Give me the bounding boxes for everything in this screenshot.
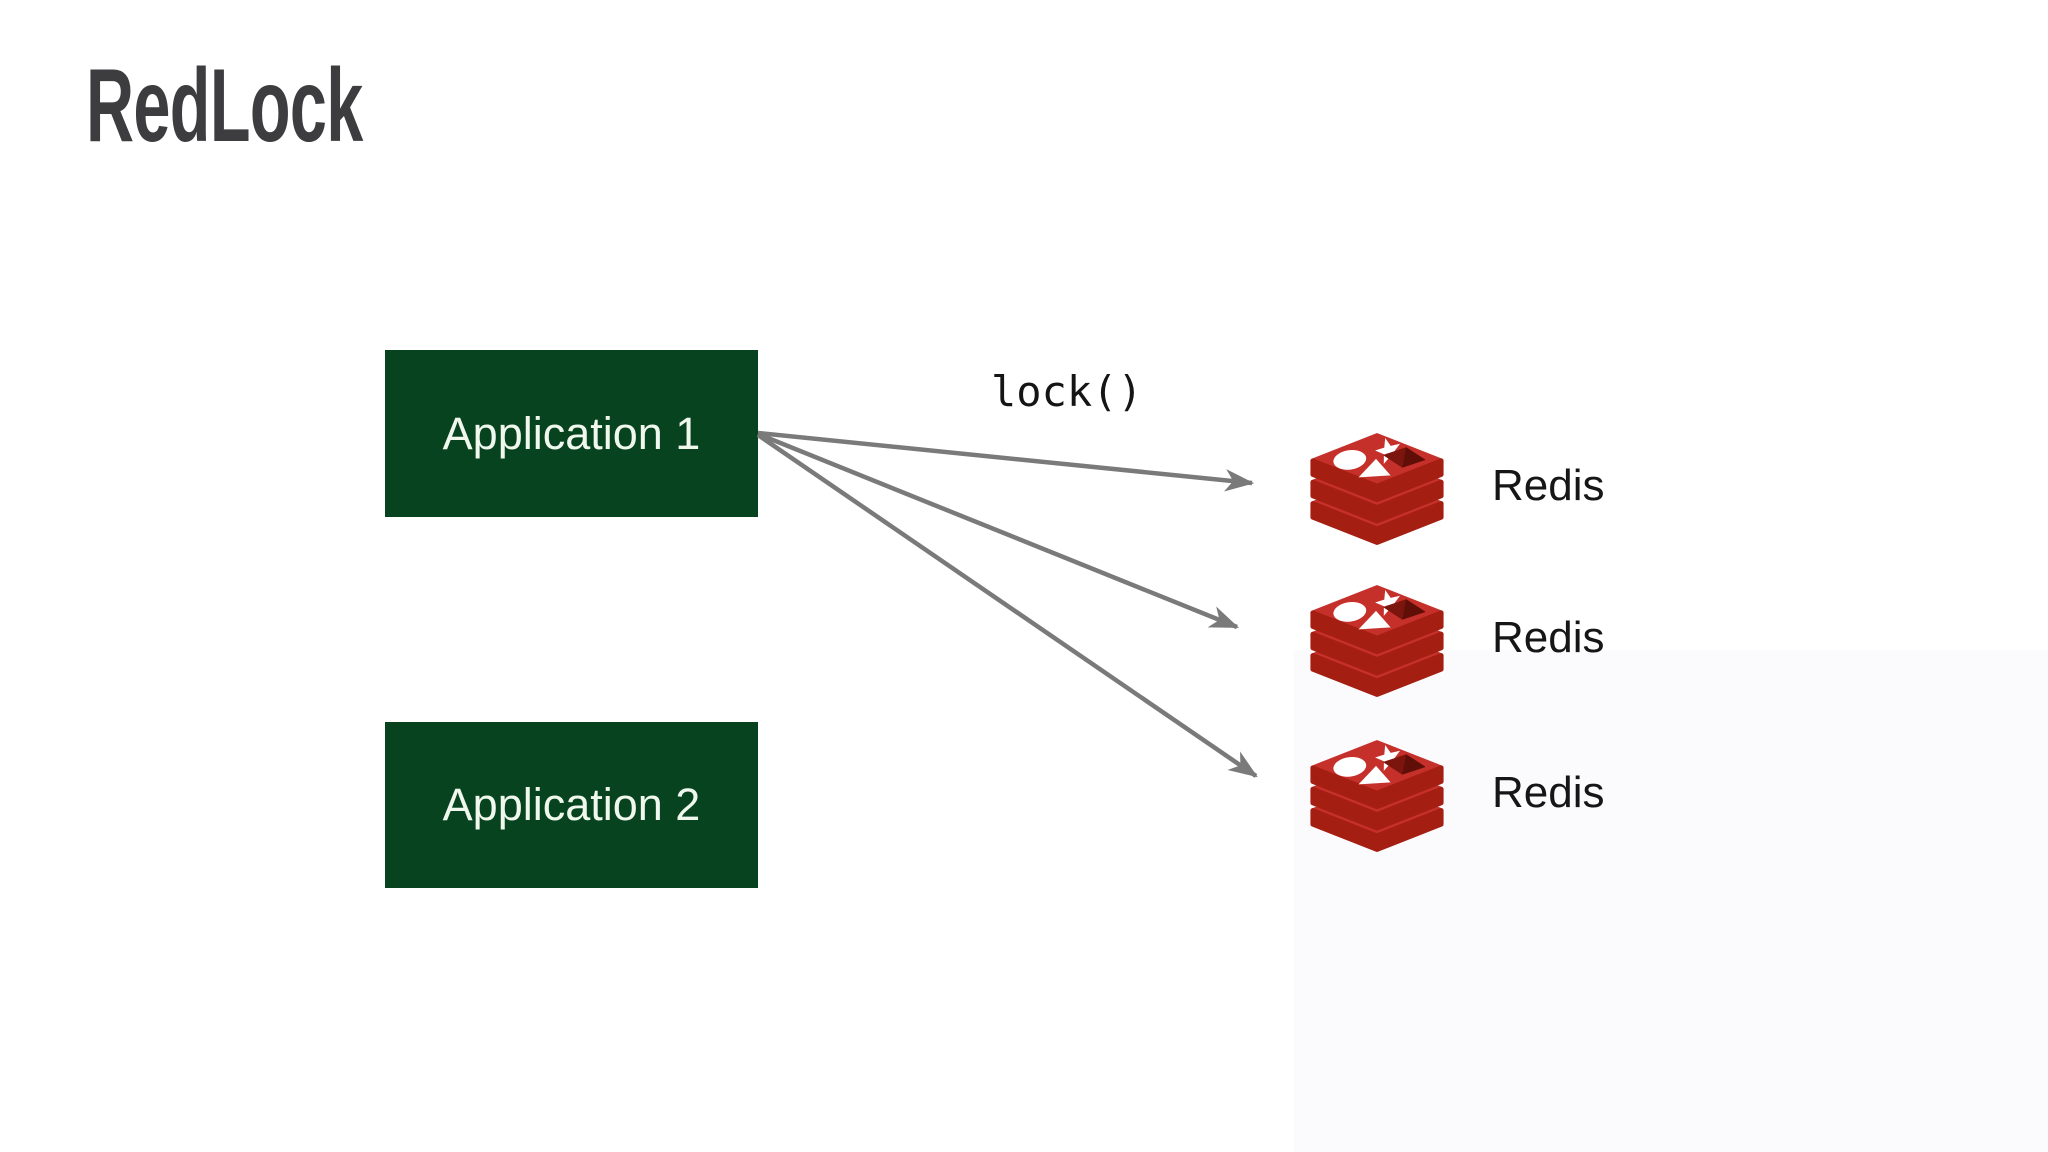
redis-label-2: Redis (1492, 613, 1605, 662)
redis-icon (1308, 433, 1446, 547)
application-1-box: Application 1 (385, 350, 758, 517)
arrow-app1-redis1 (757, 430, 1255, 492)
redis-row-1: Redis (1308, 433, 1605, 547)
slide-title: RedLock (86, 48, 363, 164)
background-panel (1294, 650, 2048, 1152)
arrow-app1-redis3 (756, 433, 1258, 778)
application-2-label: Application 2 (442, 779, 701, 830)
redis-label-1: Redis (1492, 461, 1605, 510)
redis-icon (1308, 740, 1446, 854)
redis-icon (1308, 585, 1446, 699)
arrow-app1-redis2 (757, 431, 1240, 630)
application-2-box: Application 2 (385, 722, 758, 888)
redis-row-2: Redis (1308, 585, 1605, 699)
application-1-label: Application 1 (442, 407, 701, 459)
redis-label-3: Redis (1492, 768, 1605, 817)
redis-row-3: Redis (1308, 740, 1605, 854)
lock-call-label: lock() (991, 367, 1143, 416)
